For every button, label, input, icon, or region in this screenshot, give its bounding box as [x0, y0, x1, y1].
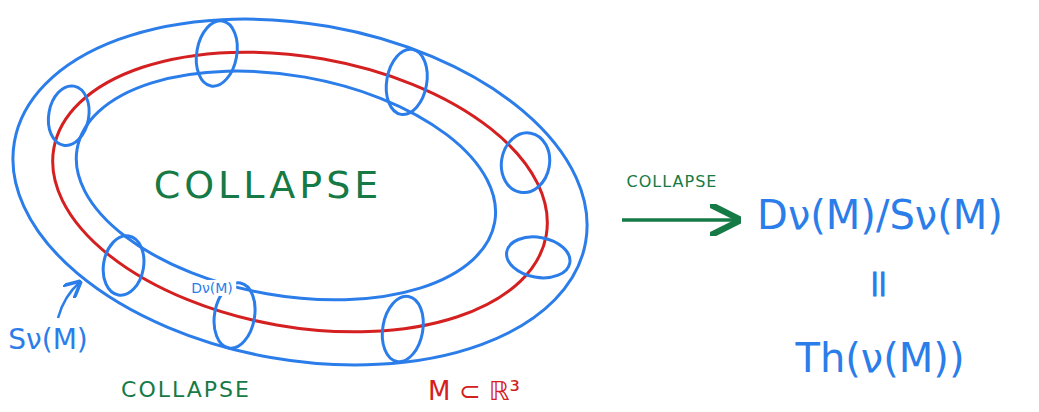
outer-sphere-bundle — [0, 0, 615, 408]
inner-boundary — [58, 40, 514, 330]
collapse-note: COLLAPSE — [151, 164, 386, 208]
collapse-note: COLLAPSE — [118, 377, 254, 402]
sphere-bundle-label: Sν(M) — [5, 324, 90, 356]
quotient-formula: Dν(M)/Sν(M) — [754, 192, 1006, 238]
equals-sign: = — [857, 264, 903, 304]
collapse-arrow — [622, 218, 738, 222]
pointer-arrow — [58, 282, 80, 318]
disk-bundle-label: Dν(M) — [188, 280, 236, 296]
normal-disk-fibres — [14, 0, 601, 404]
manifold-curve — [30, 16, 569, 369]
manifold-label: M ⊂ ℝ³ — [425, 377, 523, 407]
arrow-label: COLLAPSE — [624, 173, 721, 191]
thom-space-formula: Th(ν(M)) — [792, 335, 967, 381]
